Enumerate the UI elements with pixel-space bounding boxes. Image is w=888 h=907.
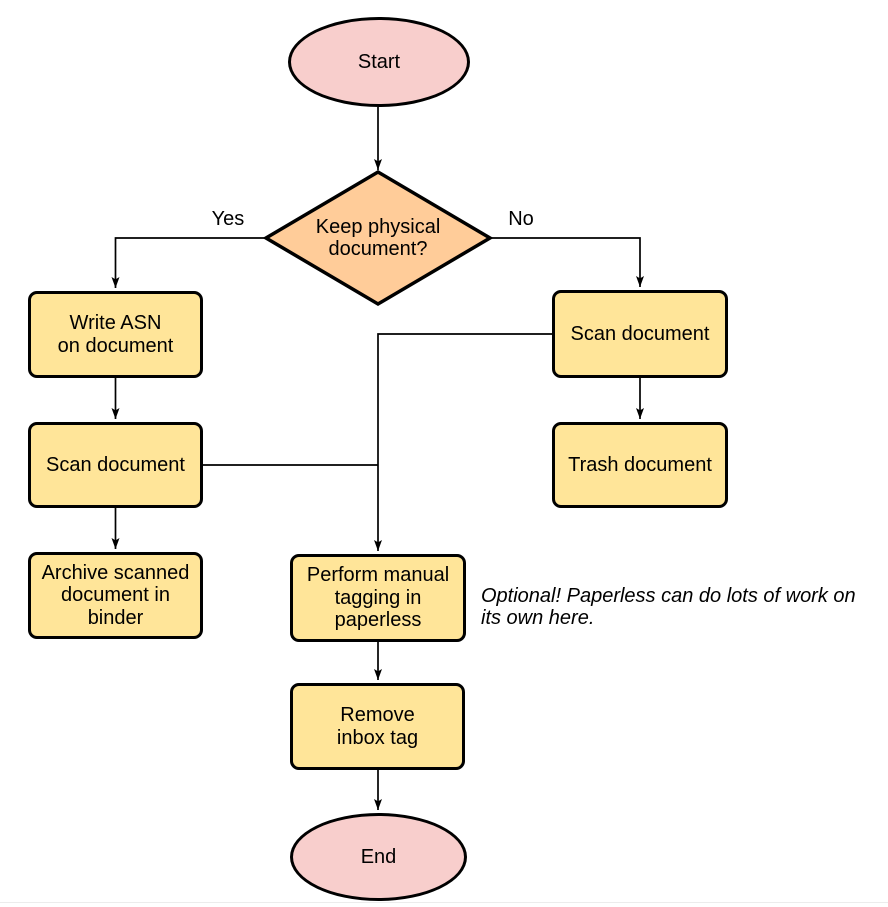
scan-document-right-node: Scan document	[552, 290, 728, 378]
write-asn-node: Write ASN on document	[28, 291, 203, 378]
manual-tagging-label: Perform manual tagging in paperless	[306, 564, 450, 632]
end-label: End	[360, 845, 397, 868]
trash-document-node: Trash document	[552, 422, 728, 508]
edge-decision-yes-to-write-asn	[111, 237, 266, 288]
remove-inbox-tag-label: Remove inbox tag	[336, 704, 419, 749]
scan-document-left-label: Scan document	[46, 453, 185, 476]
scan-document-right-label: Scan document	[570, 322, 710, 345]
end-node: End	[290, 813, 467, 901]
remove-inbox-tag-node: Remove inbox tag	[290, 683, 465, 770]
page-edge-line	[0, 902, 888, 903]
edge-decision-no-to-scan-right	[490, 237, 644, 287]
edge-scan-right-to-tagging	[374, 333, 552, 551]
trash-document-label: Trash document	[568, 453, 712, 476]
start-node: Start	[288, 17, 470, 107]
manual-tagging-node: Perform manual tagging in paperless	[290, 554, 466, 642]
no-branch-label: No	[508, 208, 534, 230]
yes-branch-label: Yes	[211, 208, 245, 230]
archive-label: Archive scanned document in binder	[41, 561, 190, 629]
archive-node: Archive scanned document in binder	[28, 552, 203, 639]
start-label: Start	[357, 50, 401, 73]
write-asn-label: Write ASN on document	[57, 312, 174, 357]
decision-node-label-box: Keep physical document?	[266, 172, 490, 304]
scan-document-left-node: Scan document	[28, 422, 203, 508]
optional-annotation: Optional! Paperless can do lots of work …	[481, 585, 856, 630]
decision-node-shape	[262, 169, 494, 307]
decision-label: Keep physical document?	[315, 215, 441, 260]
